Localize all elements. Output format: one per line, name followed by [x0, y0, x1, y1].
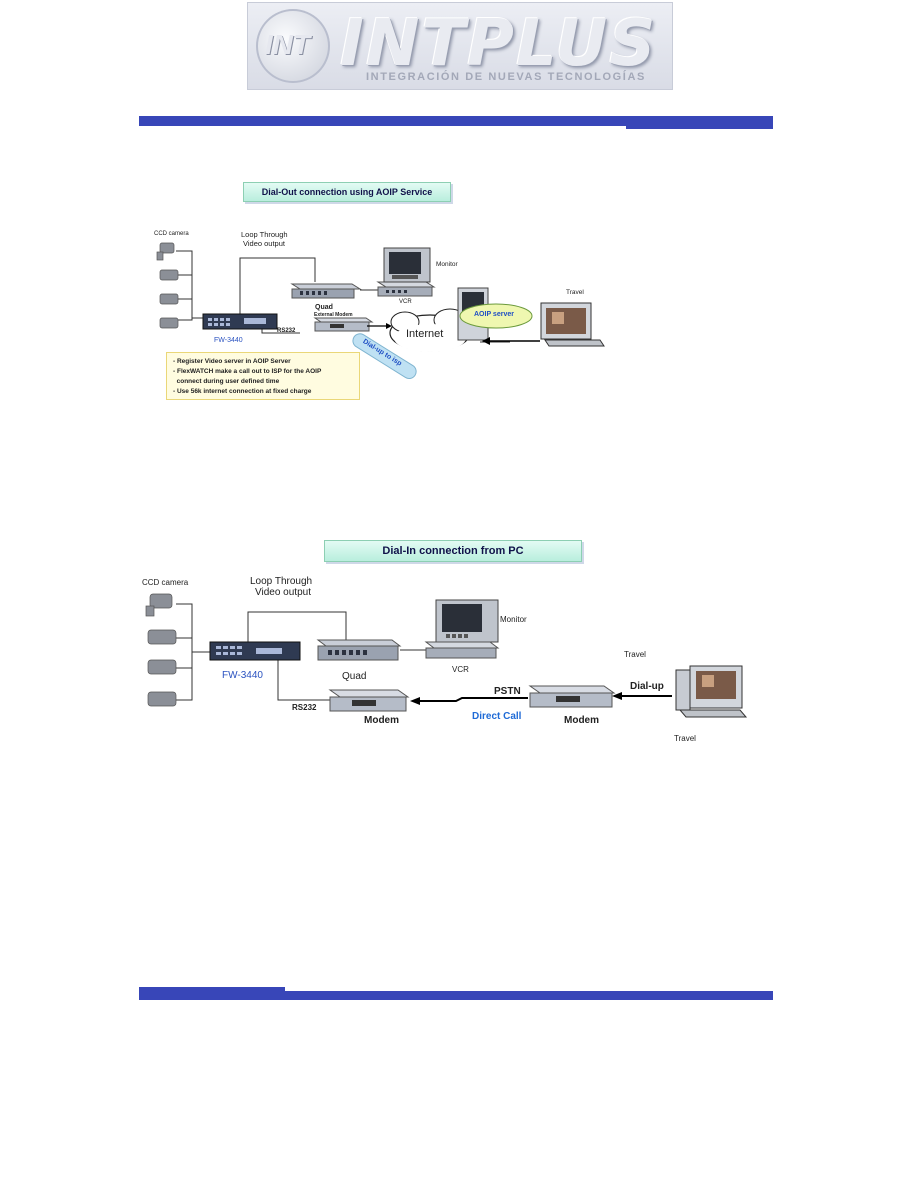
diagram1-travel-pc-icon	[540, 302, 605, 347]
diagram2-video-output-label: Video output	[255, 587, 311, 598]
diagram2-vcr-label: VCR	[452, 665, 469, 674]
ccd-camera-icon	[147, 629, 177, 645]
note-line-4: - Use 56k internet connection at fixed c…	[173, 388, 312, 395]
ccd-camera-icon	[159, 293, 179, 305]
diagram1-monitor-label: Monitor	[436, 261, 458, 268]
diagram2-direct-call-label: Direct Call	[472, 711, 522, 722]
diagram1-notes-box: - Register Video server in AOIP Server -…	[166, 352, 360, 400]
diagram2-monitor-icon	[435, 599, 499, 643]
ccd-camera-icon	[159, 317, 179, 329]
logo-emblem-icon: INT	[256, 9, 330, 83]
header-bar	[139, 116, 773, 126]
diagram2-modem-right	[528, 685, 616, 708]
note-line-2: - FlexWATCH make a call out to ISP for t…	[173, 368, 322, 375]
diagram2-vcr-device	[424, 641, 500, 659]
diagram2-travel-pc-icon	[675, 665, 748, 718]
diagram1-ccd-camera-label: CCD camera	[154, 231, 189, 237]
diagram2-fw3440-device	[209, 641, 301, 661]
diagram2-quad-device	[316, 639, 402, 661]
diagram2-monitor-label: Monitor	[500, 615, 527, 624]
dome-camera-icon	[149, 593, 173, 609]
dial-up-arrow-icon	[612, 692, 622, 700]
diagram2-cameras	[145, 593, 177, 707]
diagram2-travel-top-label: Travel	[624, 650, 646, 659]
note-line-3: connect during user defined time	[173, 378, 280, 385]
diagram1-video-output-label: Video output	[243, 239, 285, 248]
diagram1-quad-device	[290, 283, 362, 299]
pstn-arrow-icon	[410, 697, 420, 705]
diagram1-quad-label: Quad	[315, 304, 333, 311]
diagram1-title: Dial-Out connection using AOIP Service	[243, 182, 451, 202]
logo-brand: INTPLUS	[340, 7, 658, 81]
diagram2-dial-up-label: Dial-up	[630, 681, 664, 692]
dome-camera-icon	[159, 242, 175, 254]
diagram2-modem-right-label: Modem	[564, 715, 599, 726]
diagram1-fw3440-label: FW-3440	[214, 337, 243, 344]
diagram2-wiring	[176, 603, 426, 701]
diagram2-title: Dial-In connection from PC	[324, 540, 582, 562]
ccd-camera-icon	[159, 269, 179, 281]
aoip-server-badge	[459, 303, 533, 329]
dial-up-isp-ribbon	[352, 333, 417, 380]
diagram1-monitor-icon	[383, 247, 431, 283]
ccd-camera-icon	[147, 659, 177, 675]
diagram1-fw3440-device	[202, 313, 278, 330]
ccd-camera-icon	[147, 691, 177, 707]
diagram1-vcr-label: VCR	[399, 299, 412, 305]
diagram2-modem-left	[328, 689, 410, 712]
logo-tagline: INTEGRACIÓN DE NUEVAS TECNOLOGÍAS	[366, 71, 646, 83]
diagram2-loop-through-label: Loop Through	[250, 576, 313, 587]
pstn-line	[420, 697, 528, 702]
diagram2-modem-left-label: Modem	[364, 715, 399, 726]
note-line-1: - Register Video server in AOIP Server	[173, 358, 291, 365]
footer-bar	[139, 991, 773, 1000]
diagram1-external-modem-label: External Modem	[314, 312, 353, 318]
header-bar-notch	[626, 124, 773, 129]
diagram2-fw3440-label: FW-3440	[222, 670, 263, 681]
diagram1-rs232-label: RS232	[277, 328, 296, 334]
diagram2-rs232-label: RS232	[292, 703, 317, 712]
diagram1-cameras	[156, 242, 179, 329]
diagram1-aoip-server-label: AOIP server	[474, 311, 514, 318]
footer-bar-notch	[139, 987, 285, 992]
diagram2-pstn-label: PSTN	[494, 686, 521, 697]
intplus-logo: INT INTPLUS INTEGRACIÓN DE NUEVAS TECNOL…	[247, 2, 673, 90]
diagram1-internet-label: Internet	[406, 328, 444, 340]
diagram2-travel-bottom-label: Travel	[674, 734, 696, 743]
diagram1-travel-label: Travel	[566, 289, 584, 296]
diagram2-quad-label: Quad	[342, 671, 367, 682]
diagram1-loop-through-label: Loop Through	[241, 230, 288, 239]
diagram2-ccd-camera-label: CCD camera	[142, 578, 189, 587]
